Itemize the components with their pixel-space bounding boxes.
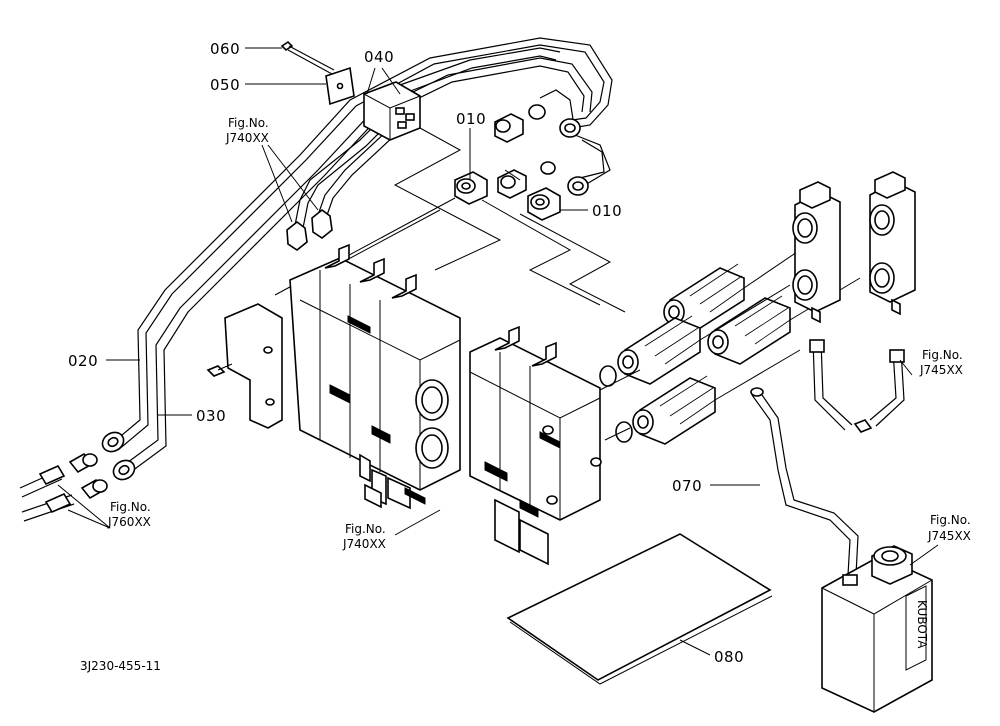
figure-references: Fig.No. J740XX Fig.No. J740XX Fig.No. J7… [107,116,971,551]
label-080: 080 [714,648,744,666]
label-060: 060 [210,40,240,58]
control-valve-assembly [206,243,602,566]
drawing-number: 3J230-455-11 [80,659,161,673]
reservoir-tank: KUBOTA [821,545,933,713]
bolt-060 [280,40,335,75]
label-050: 050 [210,76,240,94]
label-010-right: 010 [592,202,622,220]
label-010-top: 010 [456,110,486,128]
fig-ref-j745-right-line2: J745XX [919,363,963,377]
fittings-010 [454,104,589,221]
part-labels: 060 040 050 010 010 020 030 070 080 [68,40,744,666]
manual-080 [506,533,773,685]
fig-ref-j740-bottom-line2: J740XX [342,537,386,551]
fig-ref-j745-bottom-line1: Fig.No. [930,513,971,527]
fig-ref-j740-bottom-line1: Fig.No. [345,522,386,536]
plate-050 [325,66,355,106]
label-040: 040 [364,48,394,66]
label-070: 070 [672,477,702,495]
fig-ref-j740-top-line2: J740XX [225,131,269,145]
fig-ref-j760-line2: J760XX [107,515,151,529]
fig-ref-j745-bottom-line2: J745XX [927,529,971,543]
coupler-2 [599,315,701,387]
coupler-brackets [792,171,916,433]
fig-ref-j745-right-line1: Fig.No. [922,348,963,362]
coupler-3 [707,295,791,365]
fig-ref-j760-line1: Fig.No. [110,500,151,514]
hose-end-fittings-top [286,208,333,251]
coupler-4 [615,375,716,445]
leader-lines [57,47,939,656]
mounting-bracket [363,81,421,141]
coupler-1 [663,263,745,333]
label-020: 020 [68,352,98,370]
tube-end-nuts-left [68,431,136,500]
hose-070 [750,387,859,576]
tank-brand-label: KUBOTA [915,600,929,649]
external-hoses-j760 [19,464,75,522]
label-030: 030 [196,407,226,425]
fig-ref-j740-top-line1: Fig.No. [228,116,269,130]
